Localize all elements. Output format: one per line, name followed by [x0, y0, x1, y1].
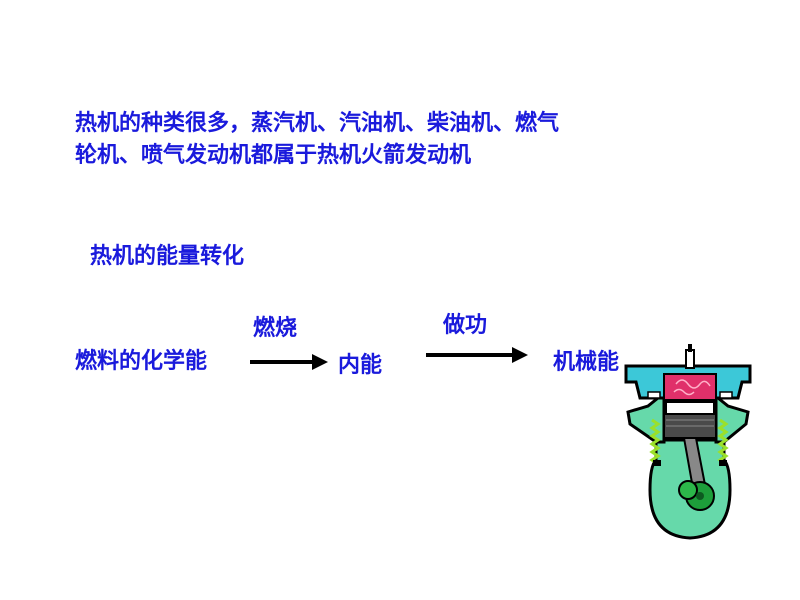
intro-line-2: 轮机、喷气发动机都属于热机火箭发动机 — [75, 143, 472, 168]
piston-engine-icon — [624, 344, 752, 540]
right-arrow-icon — [250, 354, 328, 370]
flow-step1-label: 燃烧 — [253, 316, 298, 341]
flow-step2-label: 做功 — [443, 313, 488, 338]
flow-source-label: 燃料的化学能 — [75, 349, 208, 374]
energy-conversion-heading: 热机的能量转化 — [90, 244, 245, 269]
intro-paragraph: 热机的种类很多，蒸汽机、汽油机、柴油机、燃气 轮机、喷气发动机都属于热机火箭发动… — [75, 108, 559, 172]
flow-middle-label: 内能 — [338, 353, 383, 378]
flow-result-label: 机械能 — [553, 350, 620, 375]
intro-line-1: 热机的种类很多，蒸汽机、汽油机、柴油机、燃气 — [75, 111, 560, 136]
right-arrow-icon — [426, 347, 528, 363]
